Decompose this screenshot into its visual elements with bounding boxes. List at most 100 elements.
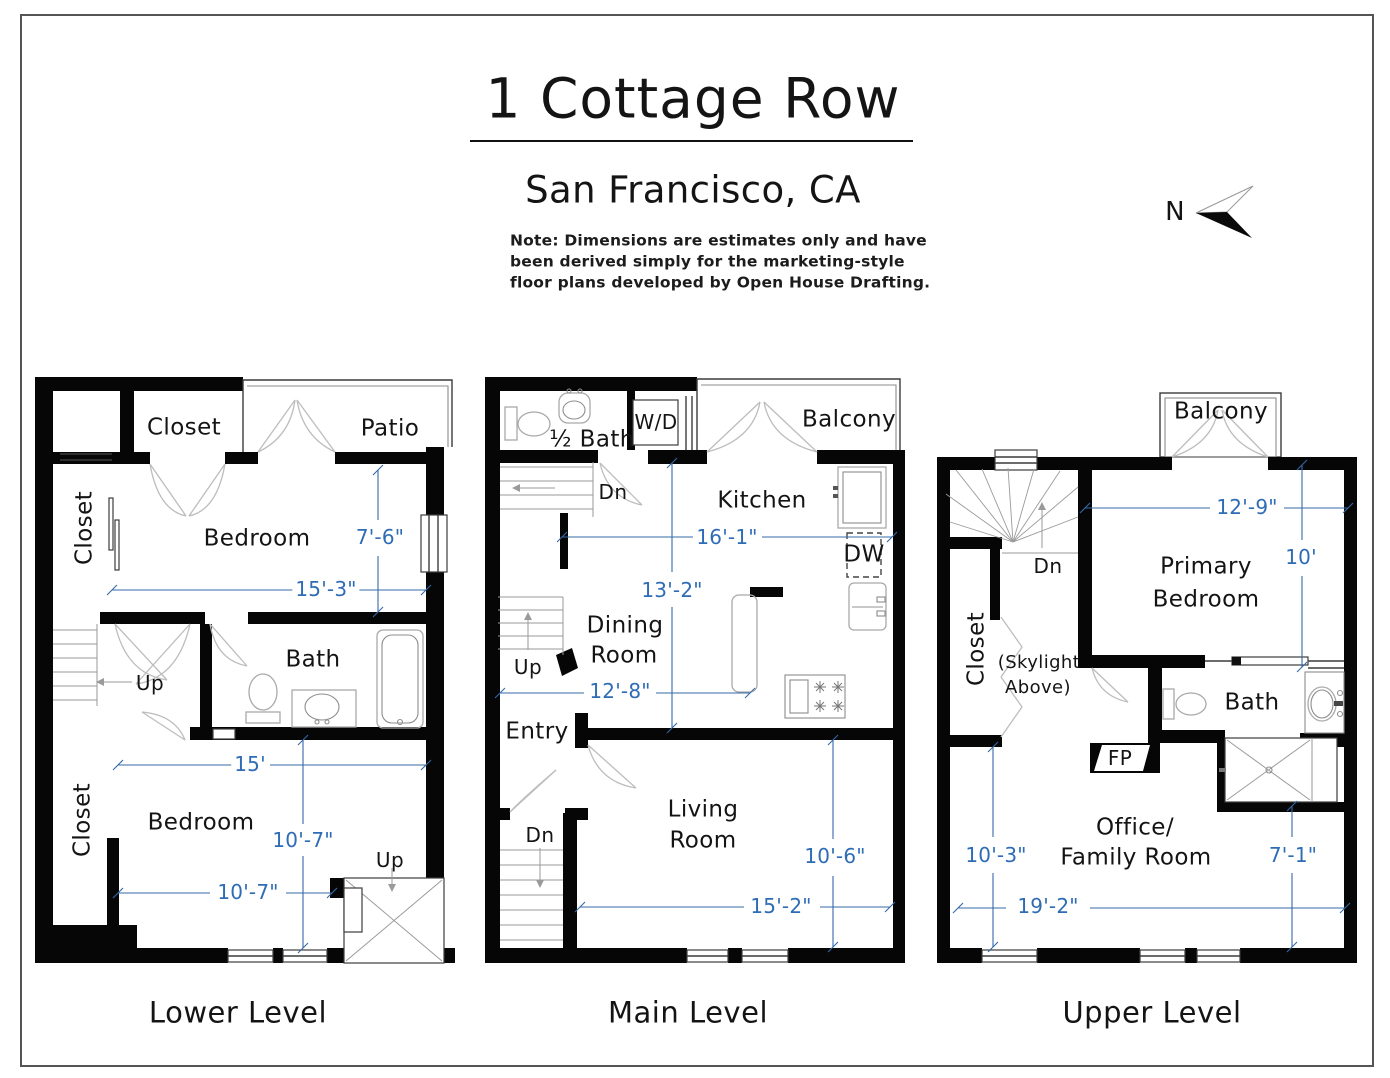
level-title-upper: Upper Level [1062, 995, 1242, 1030]
dimension-label: 15'-3" [292, 579, 360, 599]
fireplace-label: FP [1107, 746, 1133, 770]
window [420, 514, 448, 573]
dimension-label: 13'-2" [638, 580, 706, 600]
window [686, 949, 789, 963]
dimension-label: 16'-1" [693, 527, 761, 547]
note-line-2: been derived simply for the marketing-st… [510, 252, 905, 271]
stair-label-dn: Dn [598, 480, 628, 504]
upper-level-plan [937, 392, 1357, 963]
room-label-closet: Closet [69, 782, 96, 858]
patio-fence [242, 379, 453, 452]
room-label-closet: Closet [963, 611, 990, 687]
room-label-patio: Patio [360, 415, 420, 442]
dimension-label: 15' [231, 754, 269, 774]
door-arc [114, 399, 336, 741]
bifold-door [1000, 616, 1023, 738]
bathroom-sink-icon [291, 689, 357, 728]
room-label-bedroom: Bedroom [203, 525, 311, 552]
stairs-up [53, 624, 132, 706]
bathroom-sink-icon [1304, 671, 1345, 734]
dimension-label: 12'-9" [1213, 497, 1281, 517]
counter-peninsula [731, 594, 758, 693]
toilet-icon [1162, 688, 1207, 720]
note-line-3: floor plans developed by Open House Draf… [510, 273, 931, 292]
dimension-label: 19'-2" [1014, 896, 1082, 916]
room-label-closet: Closet [71, 490, 98, 566]
room-label-balcony: Balcony [1174, 398, 1268, 425]
stairs-up [498, 596, 564, 655]
north-arrow-icon [1195, 185, 1254, 238]
room-label-primary-2: Bedroom [1152, 586, 1260, 613]
page-border [20, 14, 1374, 1067]
note-label-skylight-2: Above) [1005, 677, 1071, 698]
dimension-lines [494, 457, 898, 953]
stairs-down [945, 467, 1079, 554]
room-label-bath: Bath [285, 646, 341, 673]
washer-dryer-icon [632, 399, 679, 446]
room-label-living: Living [667, 796, 739, 823]
dimension-lines [106, 464, 432, 954]
main-level-plan [485, 377, 905, 963]
stair-label-up: Up [375, 848, 405, 872]
balcony-fence [696, 378, 901, 450]
dimension-label: 7'-1" [1265, 845, 1321, 865]
note-line-1: Note: Dimensions are estimates only and … [510, 231, 927, 250]
pocket-door [1205, 656, 1344, 669]
room-label-office-2: Family Room [1060, 844, 1212, 871]
level-title-main: Main Level [608, 995, 768, 1030]
stair-label-dn: Dn [525, 823, 555, 847]
stairs-down [500, 462, 594, 517]
room-label-living-2: Room [669, 827, 737, 854]
room-label-half-bath: ½ Bath [549, 426, 635, 453]
dimension-label: 10'-7" [269, 830, 337, 850]
note-label-skylight: (Skylight [997, 652, 1081, 673]
room-label-balcony: Balcony [802, 406, 896, 433]
stair-label-dn: Dn [1033, 554, 1063, 578]
toilet-icon [504, 406, 551, 441]
window [227, 949, 328, 963]
kitchen-sink-icon [833, 466, 887, 529]
page-subtitle: San Francisco, CA [525, 168, 861, 212]
bathroom-sink-icon [558, 388, 591, 424]
stove-icon [784, 674, 846, 719]
window [212, 728, 236, 740]
balcony-fence [1159, 392, 1282, 458]
fridge-icon [848, 582, 887, 631]
door-arc [509, 401, 818, 813]
room-label-kitchen: Kitchen [717, 487, 807, 514]
dimension-label: 10'-6" [801, 846, 869, 866]
dimension-lines [952, 459, 1354, 953]
shower-icon [1219, 737, 1338, 803]
page-title: 1 Cottage Row [485, 66, 901, 131]
dimension-label: 15'-2" [747, 896, 815, 916]
room-label-primary: Primary [1160, 553, 1252, 580]
bathtub-icon [376, 629, 424, 729]
room-label-office: Office/ [1095, 814, 1175, 841]
dimension-label: 10'-3" [962, 845, 1030, 865]
room-label-bedroom: Bedroom [147, 809, 255, 836]
level-title-lower: Lower Level [148, 995, 328, 1030]
sliding-door [108, 497, 120, 571]
door-arc [1091, 409, 1269, 703]
stairs-up [343, 868, 445, 964]
window [981, 949, 1241, 963]
stair-label-up: Up [135, 671, 165, 695]
dimension-label: 10' [1282, 547, 1320, 567]
toilet-icon [245, 673, 281, 724]
room-label-closet: Closet [146, 414, 222, 441]
window [685, 396, 693, 450]
dimension-label: 7'-6" [352, 527, 408, 547]
dimension-label: 12'-8" [586, 681, 654, 701]
dimension-label: 10'-7" [214, 882, 282, 902]
north-label: N [1165, 197, 1185, 227]
stair-label-up: Up [513, 655, 543, 679]
window [994, 449, 1038, 471]
stairs-down [500, 848, 563, 941]
room-label-bath: Bath [1224, 689, 1280, 716]
room-label-dining-2: Room [590, 642, 658, 669]
room-label-dining: Dining [586, 612, 664, 639]
room-label-entry: Entry [505, 718, 569, 745]
dishwasher-outline [846, 532, 882, 578]
